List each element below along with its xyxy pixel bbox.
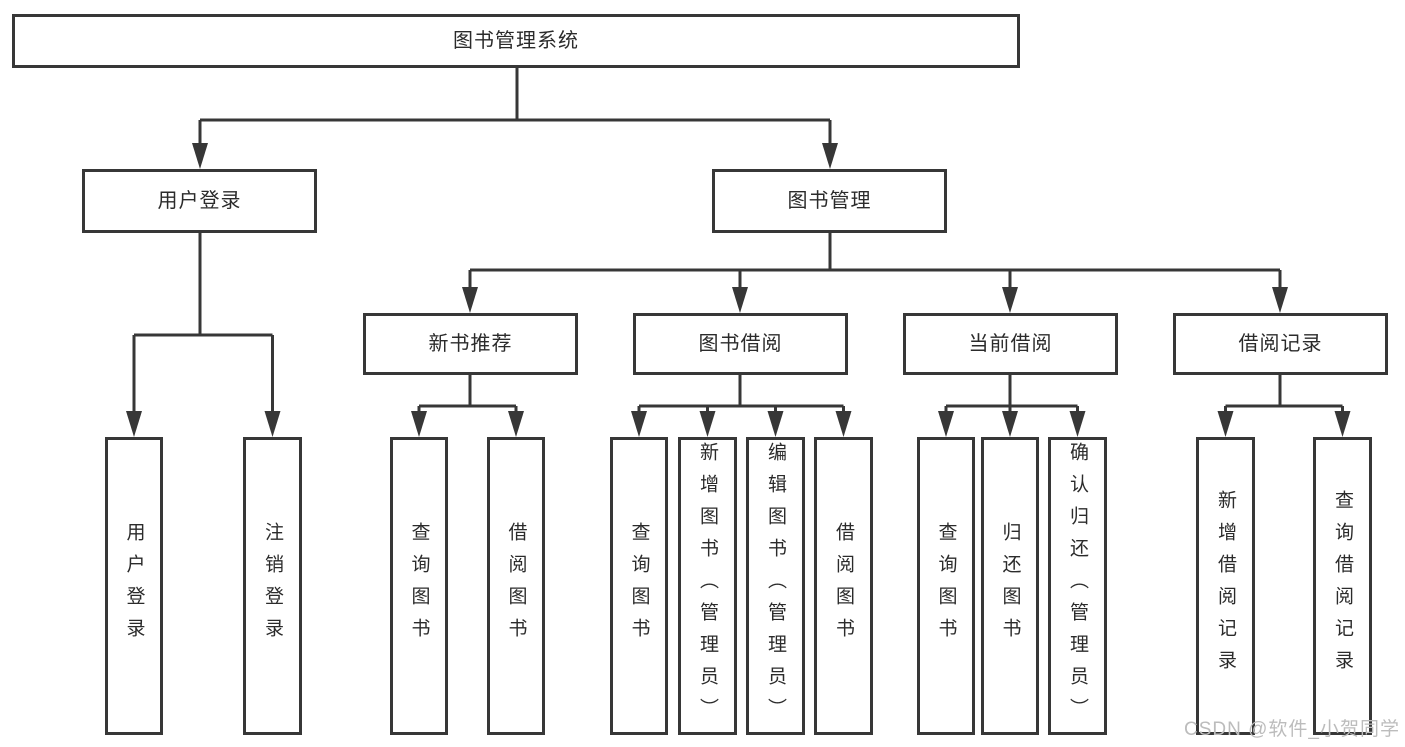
arrowheads-recommend-to-leaves <box>411 411 524 437</box>
node-new-book-recommendation: 新书推荐 <box>363 313 578 375</box>
connector-bookmgmt-to-level3 <box>468 233 1282 292</box>
arrowheads-borrowing-to-leaves <box>631 411 852 437</box>
leaf-borrowing-add-books-admin: 新增图书（管理员） <box>678 437 737 735</box>
leaf-user-login: 用户登录 <box>105 437 163 735</box>
connector-root-to-level2 <box>198 68 832 146</box>
connector-recommend-to-leaves <box>417 375 518 416</box>
node-current-borrowing: 当前借阅 <box>903 313 1118 375</box>
leaf-borrowing-borrow-books: 借阅图书 <box>814 437 873 735</box>
leaf-borrowing-query-books: 查询图书 <box>610 437 668 735</box>
node-book-borrowing: 图书借阅 <box>633 313 848 375</box>
leaf-current-query-books: 查询图书 <box>917 437 975 735</box>
connector-current-to-leaves <box>944 375 1079 416</box>
arrowheads-current-to-leaves <box>938 411 1086 437</box>
arrowheads-userlogin-to-leaves <box>126 411 281 437</box>
leaf-borrowing-edit-books-admin: 编辑图书（管理员） <box>746 437 805 735</box>
arrowheads-records-to-leaves <box>1217 411 1351 437</box>
leaf-recommend-borrow-books: 借阅图书 <box>487 437 545 735</box>
leaf-records-query-record: 查询借阅记录 <box>1313 437 1372 735</box>
leaf-current-confirm-return-admin: 确认归还（管理员） <box>1048 437 1107 735</box>
connector-userlogin-to-leaves <box>132 233 274 414</box>
node-book-management: 图书管理 <box>712 169 947 233</box>
node-library-system: 图书管理系统 <box>12 14 1020 68</box>
leaf-current-return-books: 归还图书 <box>981 437 1039 735</box>
connector-records-to-leaves <box>1224 375 1344 416</box>
node-user-login: 用户登录 <box>82 169 317 233</box>
node-borrowing-records: 借阅记录 <box>1173 313 1388 375</box>
watermark-text: CSDN @软件_小贺同学 <box>1184 719 1400 740</box>
leaf-recommend-query-books: 查询图书 <box>390 437 448 735</box>
connector-borrowing-to-leaves <box>637 375 845 416</box>
arrowheads-bookmgmt-to-level3 <box>462 287 1288 313</box>
leaf-records-add-record: 新增借阅记录 <box>1196 437 1255 735</box>
arrowheads-root-to-level2 <box>192 143 838 169</box>
leaf-logout: 注销登录 <box>243 437 302 735</box>
